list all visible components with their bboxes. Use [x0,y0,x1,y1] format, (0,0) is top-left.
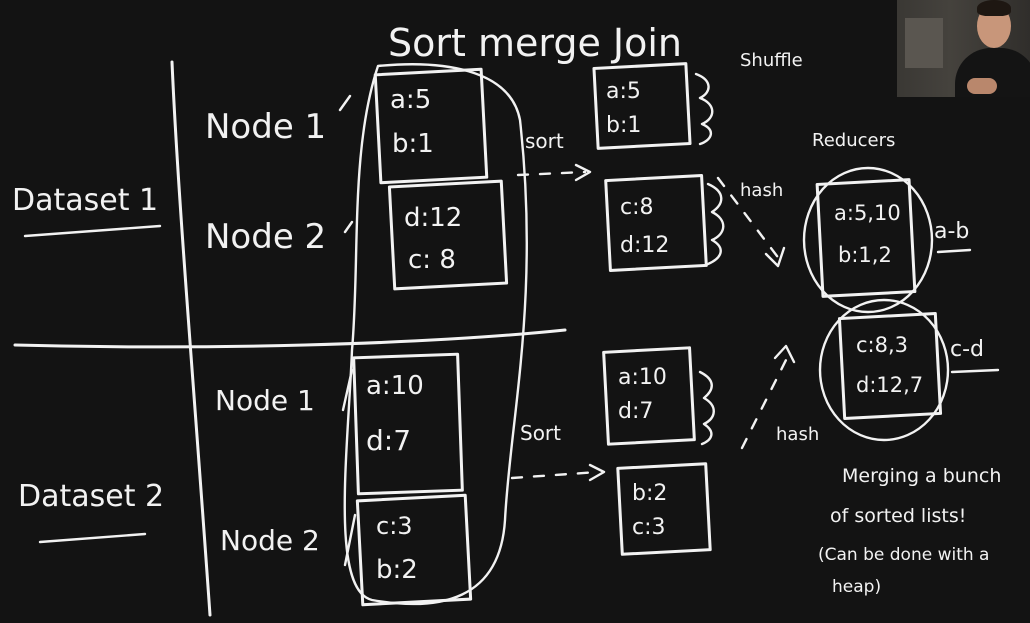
dataset-2-underline [38,532,147,544]
sorted-d1-n2-entry-2: d:12 [620,233,669,258]
sort-arrow-1-head [574,163,592,182]
node-bracket [338,94,357,567]
sorted-d2-n1-box [602,346,696,446]
reducer-1-entry-1: a:5,10 [834,201,901,225]
d2-n1-box [352,352,464,496]
sorted-d1-n1-entry-1: a:5 [606,79,641,104]
sort-label-1: sort [525,129,564,153]
sorted-d1-n1-brace [694,72,714,146]
sorted-d2-n1-entry-2: d:7 [618,399,653,424]
reducers-label: Reducers [812,130,895,151]
hash-label-1: hash [740,180,783,201]
d1-n1-box [373,67,489,185]
sorted-d2-n1-brace [698,370,715,446]
dataset-1-label: Dataset 1 [12,183,158,218]
sorted-d2-n2-entry-1: b:2 [632,481,667,506]
sorted-d2-n2-box [616,462,712,556]
sort-arrow-2 [510,470,600,480]
sorted-d2-n2-entry-2: c:3 [632,515,666,540]
sorted-d1-n2-box [604,174,708,272]
d1-n2-entry-2: c: 8 [408,245,456,275]
d1-n2-entry-1: d:12 [404,203,462,233]
presenter-hand [967,78,997,94]
reducer-2-box [837,312,943,420]
presenter-hair [977,0,1011,16]
d1-n2-box [387,179,509,291]
note-line-2: of sorted lists! [830,505,966,527]
hash-label-2: hash [776,424,819,445]
reducer-2-entry-1: c:8,3 [856,333,908,357]
d1-n1-entry-2: b:1 [392,129,434,159]
sort-arrow-1 [516,170,587,177]
hash-arrow-2 [740,358,788,450]
hash-arrow-1 [716,176,782,262]
d2-n2-box [355,493,473,607]
dataset-2-node-2-label: Node 2 [220,524,320,557]
dataset-2-node-1-label: Node 1 [215,384,315,417]
hash-arrow-2-head [773,344,796,364]
reducer-2-range: c-d [950,337,984,362]
sort-arrow-2-head [588,463,606,482]
sort-label-2: Sort [520,421,561,445]
webcam-shelf [905,18,943,68]
d2-n2-entry-2: b:2 [376,555,418,585]
d1-n1-entry-1: a:5 [390,85,431,115]
sorted-d1-n1-entry-2: b:1 [606,113,641,138]
vertical-divider [170,60,212,617]
dataset-1-node-1-label: Node 1 [205,107,326,147]
reducer-1-range: a-b [934,219,969,244]
reducer-1-range-underline [936,248,972,254]
sorted-d1-n2-brace [706,182,725,266]
d2-n2-entry-1: c:3 [376,512,413,540]
sorted-d2-n1-entry-1: a:10 [618,365,667,390]
presenter-webcam [897,0,1030,97]
hash-arrow-1-head [764,246,786,268]
partitions-outline [343,63,528,606]
horizontal-divider [13,328,567,349]
d2-n1-entry-2: d:7 [366,424,411,457]
reducer-1-entry-2: b:1,2 [838,243,892,267]
diagram-title: Sort merge Join [388,21,682,65]
sorted-d1-n1-box [592,62,692,150]
shuffle-label: Shuffle [740,50,803,71]
dataset-2-label: Dataset 2 [18,479,164,514]
reducer-2-range-underline [950,368,1000,374]
reducer-2-entry-2: d:12,7 [856,373,923,397]
sorted-d1-n2-entry-1: c:8 [620,195,654,220]
dataset-1-node-2-label: Node 2 [205,217,326,257]
reducer-1-circle [802,166,934,314]
reducer-2-circle [818,298,950,442]
note-line-4: heap) [832,577,881,597]
dataset-1-underline [23,224,162,238]
note-line-1: Merging a bunch [842,465,1001,487]
d2-n1-entry-1: a:10 [366,371,424,401]
reducer-1-box [815,178,917,298]
note-line-3: (Can be done with a [818,545,989,565]
